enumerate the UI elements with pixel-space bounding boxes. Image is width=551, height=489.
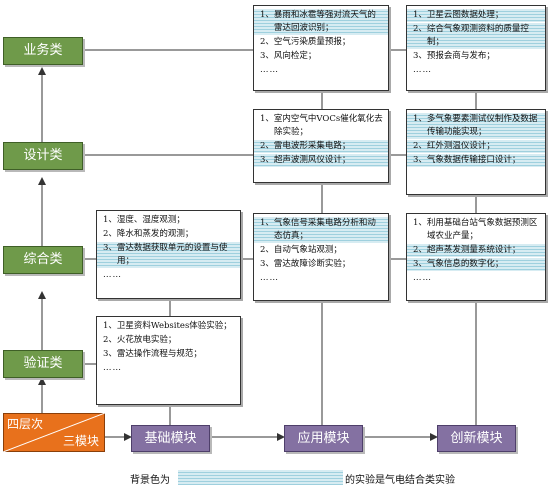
experiment-item-highlighted: 3、雷达数据获取单元的设置与使用； [97, 242, 240, 268]
level-yewu: 业务类 [3, 37, 83, 65]
card-yingyong-yewu: 1、暴雨和冰雹等强对流天气的雷达回波识别； 2、空气污染质量预报； 3、风向检定； …… [253, 5, 389, 91]
experiment-item-highlighted: 3、气象信息的数字化； [407, 258, 545, 271]
experiment-item: 3、雷达操作流程与规范； [103, 349, 202, 359]
level-zonghe: 综合类 [3, 246, 83, 274]
corner-diagonal [3, 413, 105, 452]
level-sheji: 设计类 [3, 142, 83, 170]
experiment-item: 1、利用基础台站气象数据预测区域农业产量； [413, 218, 538, 241]
card-chuangxin-sheji: 1、多气象要素测试仪制作及数据传输功能实现；2、红外测温仪设计；3、气象数据传输… [406, 109, 546, 195]
legend-swatch [178, 470, 343, 485]
experiment-item: 1、室内空气中VOCs催化氧化去除实验； [260, 114, 383, 137]
experiment-item: 1、湿度、湿度观测； [103, 215, 185, 225]
experiment-item-highlighted: 2、超声蒸发测量系统设计； [407, 244, 545, 257]
module-jichu: 基础模块 [131, 425, 210, 452]
experiment-item-highlighted: 2、雷电波形采集电路； [254, 140, 388, 153]
card-yingyong-zonghe: 1、气象信号采集电路分析和动态仿真； 2、自动气象站观测； 3、雷达故障诊断实验； …… [253, 213, 389, 301]
legend-prefix: 背景色为 [130, 475, 170, 486]
experiment-item-highlighted: 3、气象数据传输接口设计； [407, 154, 545, 167]
experiment-item-highlighted: 2、红外测温仪设计； [407, 140, 545, 153]
experiment-item: …… [103, 363, 122, 373]
experiment-item: 2、火花放电实验； [103, 335, 177, 345]
experiment-item: …… [103, 270, 122, 280]
experiment-item-highlighted: 1、气象信号采集电路分析和动态仿真； [254, 217, 388, 243]
experiment-item: …… [413, 65, 432, 75]
experiment-item: …… [260, 273, 279, 283]
experiment-item: 1、卫星资料Websites体验实验； [103, 321, 232, 331]
experiment-item-highlighted: 1、多气象要素测试仪制作及数据传输功能实现； [407, 113, 545, 139]
experiment-item: 2、降水和蒸发的观测； [103, 229, 194, 239]
experiment-item: 3、风向检定； [260, 51, 317, 61]
experiment-item: 2、自动气象站观测； [260, 245, 342, 255]
level-yanzheng: 验证类 [3, 350, 83, 378]
corner-label-modules: 三模块 [62, 434, 99, 448]
experiment-item: …… [413, 273, 432, 283]
corner-label-levels: 四层次 [7, 417, 44, 431]
card-chuangxin-yewu: 1、卫星云图数据处理；2、综合气象观测资料的质量控制； 3、预报会商与发布； …… [406, 5, 546, 91]
card-jichu-zonghe: 1、湿度、湿度观测； 2、降水和蒸发的观测； 3、雷达数据获取单元的设置与使用； …… [96, 210, 241, 299]
experiment-item: 3、雷达故障诊断实验； [260, 259, 351, 269]
corner-box: 四层次 三模块 [3, 413, 105, 452]
legend-suffix: 的实验是气电结合类实验 [345, 475, 455, 486]
card-chuangxin-zonghe: 1、利用基础台站气象数据预测区域农业产量； 2、超声蒸发测量系统设计；3、气象信息… [406, 213, 546, 301]
experiment-item: 2、空气污染质量预报； [260, 37, 351, 47]
experiment-item-highlighted: 1、暴雨和冰雹等强对流天气的雷达回波识别； [254, 9, 388, 35]
experiment-item: …… [260, 65, 279, 75]
experiment-item-highlighted: 1、卫星云图数据处理； [407, 9, 545, 22]
experiment-item: 3、预报会商与发布； [413, 51, 495, 61]
module-chuangxin: 创新模块 [437, 425, 516, 452]
card-jichu-yanzheng: 1、卫星资料Websites体验实验； 2、火花放电实验； 3、雷达操作流程与规范；… [96, 316, 241, 405]
card-yingyong-sheji: 1、室内空气中VOCs催化氧化去除实验； 2、雷电波形采集电路；3、超声波测风仪设… [253, 109, 389, 183]
experiment-item-highlighted: 3、超声波测风仪设计； [254, 154, 388, 167]
module-yingyong: 应用模块 [284, 425, 363, 452]
experiment-item-highlighted: 2、综合气象观测资料的质量控制； [407, 23, 545, 49]
